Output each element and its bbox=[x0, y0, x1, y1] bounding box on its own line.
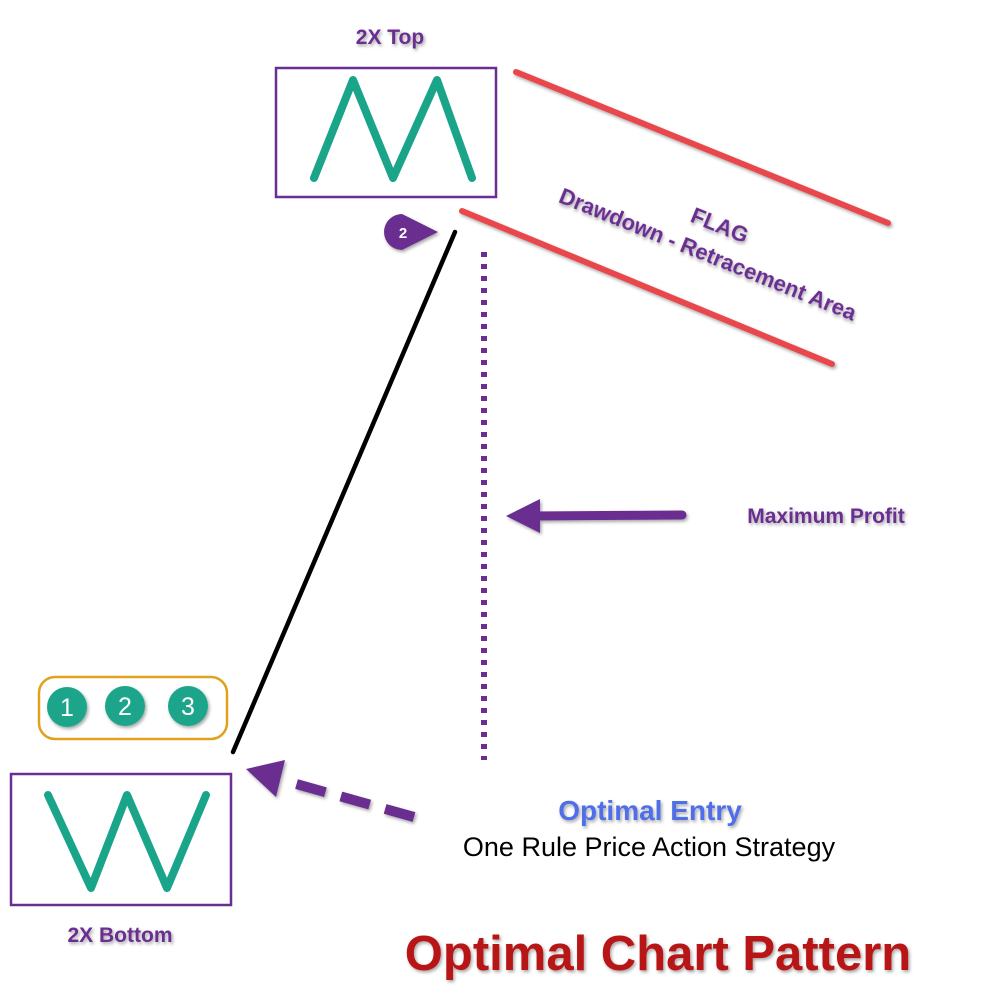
main-title: Optimal Chart Pattern bbox=[405, 927, 911, 981]
max-profit-label: Maximum Profit bbox=[747, 505, 905, 528]
step-3-number: 3 bbox=[181, 693, 195, 721]
max-profit-arrow-shaft bbox=[525, 510, 687, 521]
marker-2-shape bbox=[384, 214, 438, 250]
entry-arrow bbox=[246, 760, 416, 822]
step-2-circle bbox=[105, 686, 145, 726]
bottom-box bbox=[9, 772, 233, 907]
entry-arrow-shaft bbox=[280, 775, 416, 822]
max-profit-arrow bbox=[506, 499, 687, 533]
flag-upper-line bbox=[513, 69, 891, 226]
step-3-circle bbox=[168, 686, 208, 726]
step-2-number: 2 bbox=[118, 693, 132, 721]
top-box bbox=[274, 66, 498, 199]
top-label: 2X Top bbox=[356, 26, 424, 49]
impulse-line bbox=[230, 229, 458, 755]
step-1-circle bbox=[47, 687, 87, 727]
marker-2-badge: 2 bbox=[384, 214, 438, 250]
optimal-entry-label: Optimal Entry bbox=[558, 795, 742, 826]
entry-arrow-head bbox=[246, 760, 285, 797]
bottom-label: 2X Bottom bbox=[68, 924, 173, 947]
double-top-pattern bbox=[310, 76, 476, 182]
marker-2-number: 2 bbox=[399, 225, 407, 242]
step-1-number: 1 bbox=[60, 694, 74, 722]
steps-box bbox=[37, 675, 229, 741]
drawdown-label: Drawdown - Retracement Area bbox=[556, 183, 861, 326]
double-bottom-pattern bbox=[44, 791, 210, 892]
max-profit-arrow-head bbox=[506, 499, 540, 533]
flag-lower-line bbox=[459, 208, 835, 367]
strategy-label: One Rule Price Action Strategy bbox=[463, 832, 836, 862]
